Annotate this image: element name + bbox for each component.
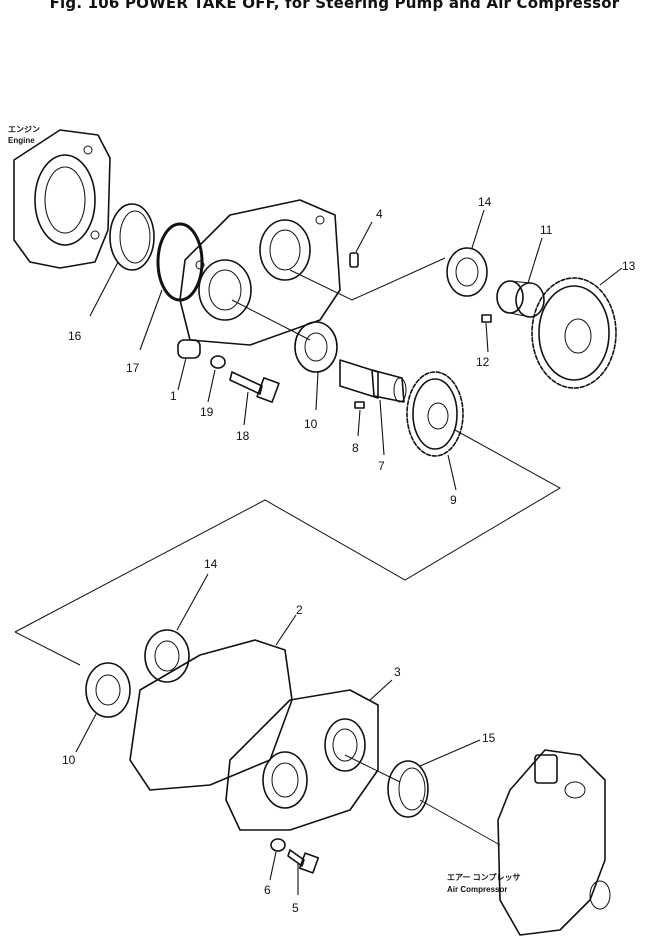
axis-line-upper-1 (289, 257, 446, 301)
guide-line-zigzag (14, 429, 562, 633)
callout-12: 12 (476, 355, 490, 369)
part-2-gasket (129, 639, 293, 791)
part-15-seal (387, 760, 429, 818)
callout-14-top: 14 (478, 195, 492, 209)
callout-10-top: 10 (304, 417, 318, 431)
figure-title: Fig. 106 POWER TAKE OFF, for Steering Pu… (49, 0, 620, 12)
callout-4: 4 (376, 207, 383, 221)
part-14-bearing-lower (144, 629, 190, 683)
callout-2: 2 (296, 603, 303, 617)
part-17-o-ring (156, 222, 204, 302)
air-compressor (497, 749, 611, 936)
callout-9: 9 (450, 493, 457, 507)
engine-label-en: Engine (8, 136, 35, 145)
axis-line-compressor (419, 799, 501, 846)
part-12-key (481, 314, 492, 323)
part-13-gear-large (531, 277, 617, 389)
part-11-collar (496, 280, 545, 318)
callout-11: 11 (540, 223, 553, 237)
part-9-gear (406, 371, 464, 457)
part-10-bearing-top (294, 321, 338, 373)
guide-line-lower (14, 631, 81, 666)
axis-line-lower (344, 754, 401, 783)
part-4-pin (349, 252, 359, 268)
part-10-bearing-lower (85, 662, 131, 718)
callout-7: 7 (378, 459, 385, 473)
part-6-washer (270, 838, 286, 852)
part-3-cover (225, 689, 379, 831)
part-7-shaft (339, 359, 407, 403)
callout-18: 18 (236, 429, 250, 443)
callout-8: 8 (352, 441, 359, 455)
callout-1: 1 (170, 389, 177, 403)
callout-16: 16 (68, 329, 82, 343)
axis-line-upper-2 (231, 299, 311, 341)
callout-6: 6 (264, 883, 271, 897)
callout-14-lower: 14 (204, 557, 218, 571)
callout-17: 17 (126, 361, 140, 375)
part-16-seal (109, 203, 155, 271)
callout-5: 5 (292, 901, 299, 915)
callout-3: 3 (394, 665, 401, 679)
engine-housing (13, 129, 111, 269)
part-5-bolt (287, 849, 320, 874)
callout-19: 19 (200, 405, 214, 419)
part-8-key (354, 401, 365, 409)
callout-10-lower: 10 (62, 753, 76, 767)
part-1-case (177, 199, 341, 359)
air-compressor-label-en: Air Compressor (447, 885, 507, 894)
part-18-bolt (229, 371, 280, 403)
part-19-washer (210, 355, 226, 369)
callout-13: 13 (622, 259, 636, 273)
engine-label-jp: エンジン (8, 125, 40, 134)
part-14-bearing-top (446, 247, 488, 297)
air-compressor-label-jp: エアー コンプレッサ (447, 872, 521, 882)
callout-15: 15 (482, 731, 496, 745)
